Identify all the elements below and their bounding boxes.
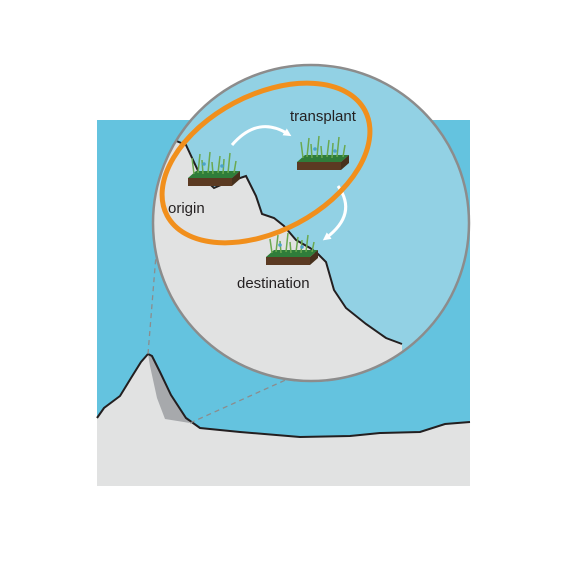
ground xyxy=(97,354,470,486)
curved-arrow-icon-origin-to-transplant xyxy=(230,125,292,146)
horizon-line xyxy=(96,352,471,439)
turf-plot-icon-origin xyxy=(188,151,240,186)
label-destination: destination xyxy=(237,275,310,292)
label-transplant: transplant xyxy=(290,108,357,125)
zoom-slope-outline xyxy=(153,129,403,345)
rock-shadow xyxy=(148,354,190,423)
label-origin: origin xyxy=(168,200,205,217)
zoom-line-right xyxy=(189,377,291,424)
zoom-line-left xyxy=(147,254,157,355)
turf-plot-icon-destination xyxy=(266,232,318,265)
highlight-ellipse xyxy=(159,80,373,246)
zoom-lens-border xyxy=(151,63,471,383)
turf-plot-icon-transplant xyxy=(297,135,349,170)
